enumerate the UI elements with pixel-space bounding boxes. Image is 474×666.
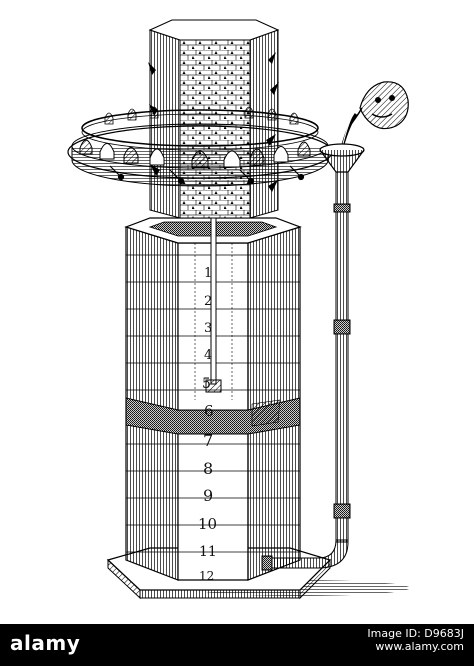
hour-number-4: 4 (204, 348, 212, 363)
water-pipe (261, 143, 365, 571)
site-url: www.alamy.com (375, 640, 464, 653)
tower-lower-body (124, 217, 302, 581)
footer-bar: alamy Image ID: D9683J www.alamy.com (0, 624, 474, 666)
lion-head-spout (340, 81, 409, 149)
water-clock-engraving: 1 2 3 4 5 6 7 8 9 10 11 12 (67, 19, 410, 600)
hour-number-5: 5 (202, 376, 211, 392)
front-bells (79, 139, 311, 168)
hour-number-1: 1 (204, 266, 212, 281)
back-bells (104, 106, 299, 125)
hour-number-11: 11 (199, 544, 217, 560)
hour-number-6: 6 (204, 402, 214, 420)
bell-ring (67, 106, 333, 187)
hour-number-3: 3 (204, 321, 212, 336)
hour-scale: 1 2 3 4 5 6 7 8 9 10 11 12 (198, 266, 217, 583)
hour-number-2: 2 (204, 294, 212, 309)
image-id-block: Image ID: D9683J www.alamy.com (367, 627, 464, 653)
image-id-label: Image ID: D9683J (367, 627, 464, 640)
hour-number-10: 10 (198, 515, 217, 533)
alamy-logo: alamy (10, 631, 81, 655)
hour-number-12: 12 (199, 569, 214, 583)
hour-number-9: 9 (203, 486, 213, 505)
hour-number-8: 8 (203, 459, 213, 478)
upper-column (148, 19, 280, 219)
hour-number-7: 7 (203, 431, 213, 450)
